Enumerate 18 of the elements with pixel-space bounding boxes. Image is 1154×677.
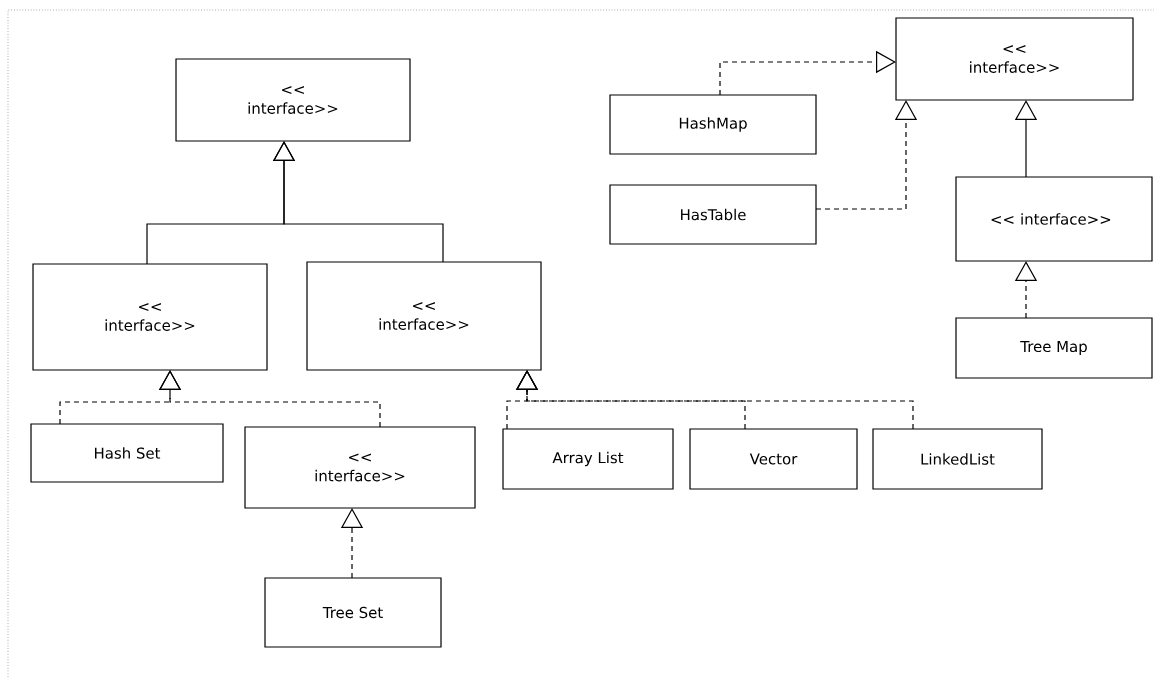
class-box: << interface>> <box>895 17 1134 101</box>
arrow <box>272 141 444 263</box>
class-box: << interface>> <box>175 58 411 142</box>
class-box: << interface>> <box>32 263 268 371</box>
arrow <box>515 370 914 430</box>
class-box: << interface>> <box>306 261 542 371</box>
class-box: Hash Set <box>30 423 224 483</box>
arrow <box>719 50 896 96</box>
class-box: Array List <box>502 428 674 490</box>
class-box: Tree Set <box>264 577 442 648</box>
class-box: Tree Map <box>955 317 1153 379</box>
class-box: HasTable <box>609 184 817 245</box>
class-box: << interface>> <box>244 426 476 509</box>
class-box: << interface>> <box>955 176 1153 262</box>
class-box: LinkedList <box>872 428 1043 490</box>
arrow <box>158 370 381 428</box>
class-box: HashMap <box>609 94 817 155</box>
class-box: Vector <box>689 428 858 490</box>
